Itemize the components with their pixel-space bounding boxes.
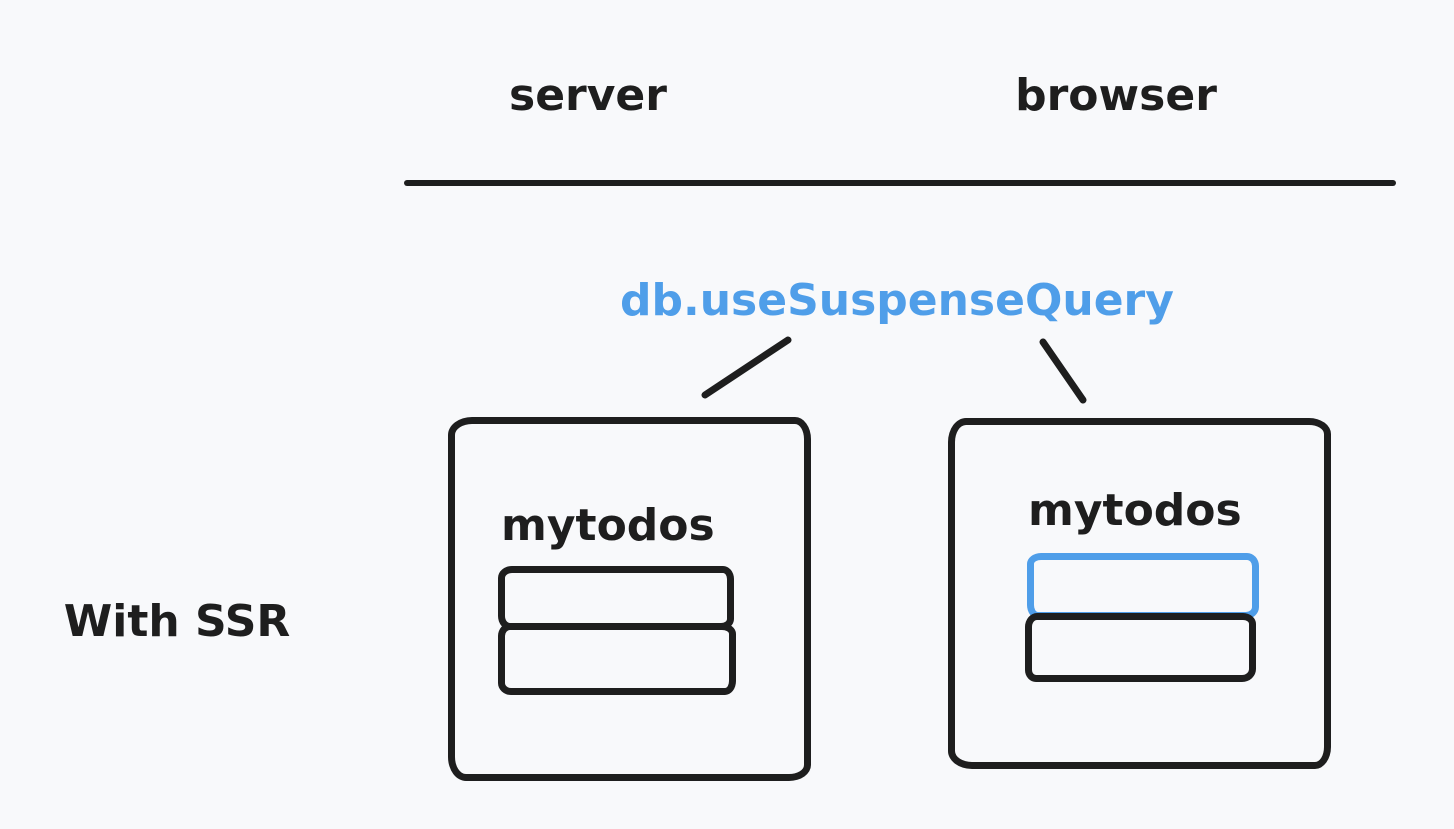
hook-annotation-label: db.useSuspenseQuery: [620, 275, 1174, 326]
server-mytodos-box: mytodos: [448, 417, 811, 781]
browser-todo-item-2: [1025, 613, 1256, 682]
connector-line-to-browser-box: [1039, 338, 1087, 404]
browser-mytodos-box: mytodos: [948, 418, 1331, 769]
browser-box-title: mytodos: [1028, 485, 1242, 536]
browser-todo-item-streaming: [1027, 553, 1259, 619]
scenario-label-with-ssr: With SSR: [63, 596, 291, 647]
server-todo-item-1: [498, 566, 734, 630]
server-todo-item-2: [498, 623, 736, 695]
column-label-server: server: [509, 70, 667, 121]
column-label-browser: browser: [1015, 70, 1217, 121]
connector-line-to-server-box: [701, 336, 792, 399]
server-box-title: mytodos: [501, 500, 715, 551]
